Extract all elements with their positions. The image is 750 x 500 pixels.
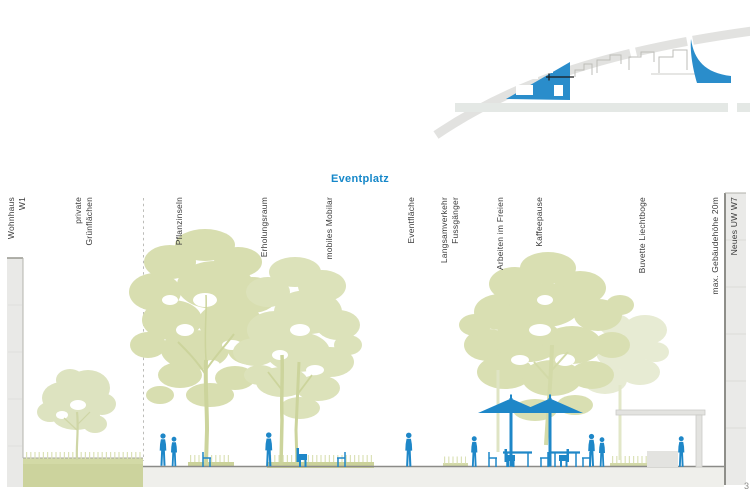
planting-strip-4 bbox=[610, 463, 655, 467]
map-building-blue bbox=[690, 39, 731, 83]
ground bbox=[23, 452, 724, 487]
umbrella-canopy bbox=[517, 398, 583, 413]
umbrellas bbox=[478, 394, 583, 467]
site-plan-map bbox=[433, 26, 750, 139]
cafe-chair-outline bbox=[582, 452, 591, 467]
label-gebaeudehoehe: max. Gebäudehöhe 20m bbox=[710, 197, 720, 295]
map-road-band bbox=[455, 103, 728, 112]
tree-kaffeepause bbox=[459, 252, 634, 452]
chair-outline bbox=[202, 452, 211, 467]
map-road-band-end bbox=[737, 103, 750, 112]
label-pflanzinseln: Pflanzinseln bbox=[174, 197, 184, 246]
label-mobiles-mobiliar: mobiles Mobilar bbox=[324, 197, 334, 260]
tree-erholungsraum bbox=[233, 257, 362, 466]
person bbox=[265, 432, 273, 467]
people bbox=[159, 432, 685, 467]
umbrella-pole bbox=[548, 398, 552, 467]
label-kaffeepause: Kaffeepause bbox=[534, 197, 544, 247]
label-buvette: Buvette Liechtboge bbox=[637, 197, 647, 274]
label-wohnhaus-w1: Wohnhaus W1 bbox=[6, 197, 27, 240]
tree-small-left bbox=[37, 369, 116, 461]
planting-strip-2 bbox=[267, 462, 374, 468]
cafe-table-legs bbox=[506, 453, 529, 467]
green-platform-top bbox=[23, 458, 143, 464]
cafe-chair-solid bbox=[559, 449, 569, 467]
chair-solid bbox=[296, 448, 307, 467]
label-neues-uw-w7: Neues UW W7 bbox=[729, 197, 739, 256]
cafe-table-legs bbox=[554, 453, 577, 467]
label-langsamverkehr: Langsamverkehr Fussgänger bbox=[439, 197, 460, 264]
person bbox=[599, 437, 605, 467]
cafe-chair-outline bbox=[540, 452, 549, 467]
chair-outline bbox=[337, 452, 346, 467]
person bbox=[171, 436, 177, 467]
person bbox=[471, 436, 478, 467]
building-wohnhaus bbox=[7, 257, 24, 487]
map-site-shape bbox=[506, 62, 570, 100]
label-private-gruenflaechen: private Grünflächen bbox=[73, 197, 94, 246]
label-erholungsraum: Erholungsraum bbox=[259, 197, 269, 258]
umbrella-pole bbox=[509, 398, 513, 467]
building-neues-uw bbox=[724, 192, 746, 485]
page-number: 3 bbox=[743, 481, 749, 491]
label-arbeiten-im-freien: Arbeiten im Freien bbox=[495, 197, 505, 271]
person bbox=[159, 433, 167, 466]
mobile-furniture bbox=[202, 448, 591, 467]
person bbox=[405, 432, 413, 467]
buvette-counter bbox=[647, 451, 678, 467]
cafe-chair-outline bbox=[488, 452, 497, 467]
map-section-marker bbox=[546, 73, 574, 81]
planting-strip-1 bbox=[188, 462, 234, 467]
pavement bbox=[143, 467, 724, 487]
pavilion-canopy bbox=[615, 409, 706, 468]
page-title: Eventplatz bbox=[331, 173, 390, 185]
person bbox=[678, 436, 685, 467]
label-eventflaeche: Eventfläche bbox=[406, 197, 416, 244]
person bbox=[588, 433, 595, 467]
planting-strip-3 bbox=[443, 463, 468, 467]
